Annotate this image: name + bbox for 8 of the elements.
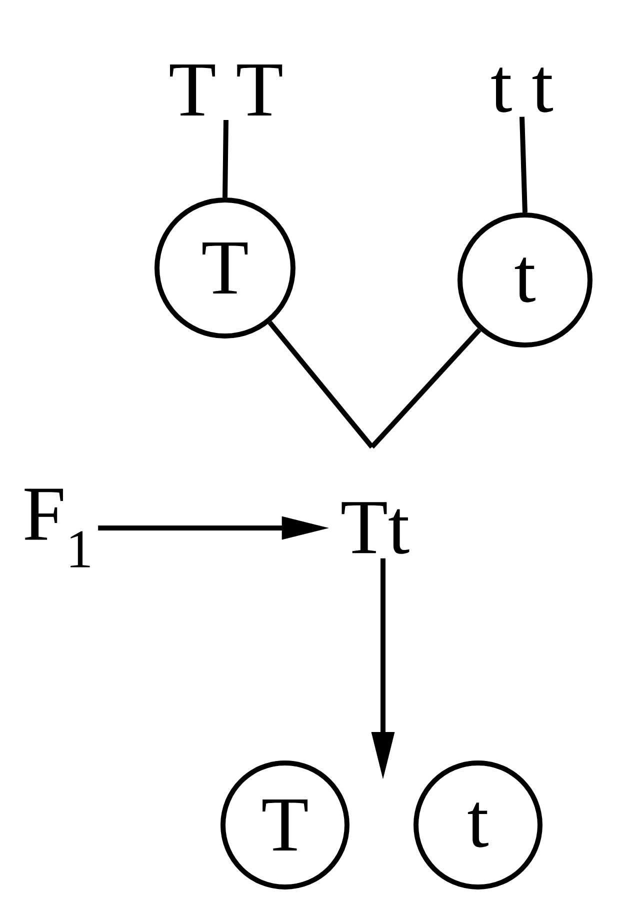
connector-line	[222, 120, 228, 198]
genotype-label: T T	[170, 64, 282, 116]
genotype-label: t t	[491, 68, 553, 112]
cross-line	[268, 320, 374, 449]
cross-line	[370, 328, 482, 449]
genotype-label: F$_{1}$	[24, 488, 90, 568]
genotype-label: Tt	[342, 502, 410, 554]
connector-line	[520, 116, 528, 213]
